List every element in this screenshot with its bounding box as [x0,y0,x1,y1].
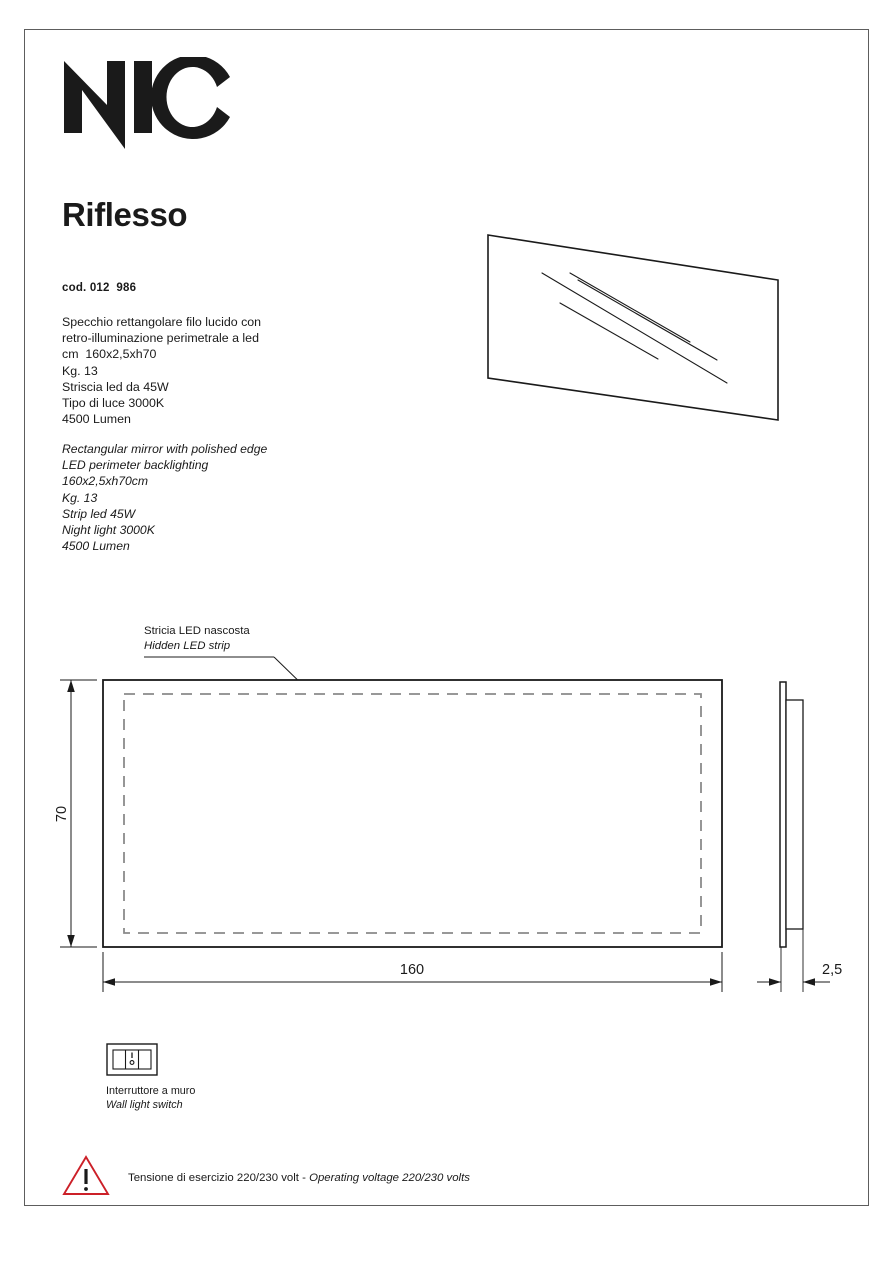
warning-triangle-icon [62,1154,110,1201]
spec-en-line: 160x2,5xh70cm [62,474,149,489]
spec-it-line: retro-illuminazione perimetrale a led [62,331,259,346]
dimension-width: 160 [400,962,424,978]
spec-en-line: Kg. 13 [62,490,98,505]
spec-en-line: LED perimeter backlighting [62,458,209,473]
led-callout-label: Stricia LED nascosta Hidden LED strip [144,624,250,654]
page-title: Riflesso [62,196,188,233]
technical-drawing: 70 160 2,5 [0,600,892,1020]
spec-en-line: 4500 Lumen [62,539,130,554]
callout-it: Stricia LED nascosta [144,625,250,637]
dimension-depth: 2,5 [822,962,842,978]
voltage-warning: Tensione di esercizio 220/230 volt - Ope… [62,1154,470,1201]
spec-it-line: Tipo di luce 3000K [62,396,165,411]
product-code: cod. 012 986 [62,282,137,294]
spec-en-line: Strip led 45W [62,506,136,521]
wall-switch-label: Interruttore a muro Wall light switch [106,1085,195,1112]
spec-it-line: Specchio rettangolare filo lucido con [62,315,262,329]
mirror-perspective-view [470,220,800,430]
spec-it-line: Kg. 13 [62,363,98,378]
spec-it-line: 4500 Lumen [62,412,131,427]
spec-en-line: Night light 3000K [62,523,155,538]
warning-text-en: Operating voltage 220/230 volts [309,1171,470,1184]
switch-label-it: Interruttore a muro [106,1085,196,1097]
wall-switch-icon [106,1043,195,1081]
specs-italian: Specchio rettangolare filo lucido con re… [62,314,261,427]
spec-en-line: Rectangular mirror with polished edge [62,442,268,456]
spec-it-line: Striscia led da 45W [62,379,169,394]
page-border [24,29,869,1206]
wall-switch-block: Interruttore a muro Wall light switch [106,1043,195,1112]
nic-logo [62,54,232,149]
dimension-height: 70 [54,806,70,822]
specs-english: Rectangular mirror with polished edge LE… [62,441,267,554]
callout-en: Hidden LED strip [144,640,231,652]
switch-label-en: Wall light switch [106,1098,183,1111]
warning-text: Tensione di esercizio 220/230 volt - Ope… [128,1172,470,1184]
spec-it-line: cm 160x2,5xh70 [62,347,157,362]
warning-text-it: Tensione di esercizio 220/230 volt - [128,1171,310,1184]
